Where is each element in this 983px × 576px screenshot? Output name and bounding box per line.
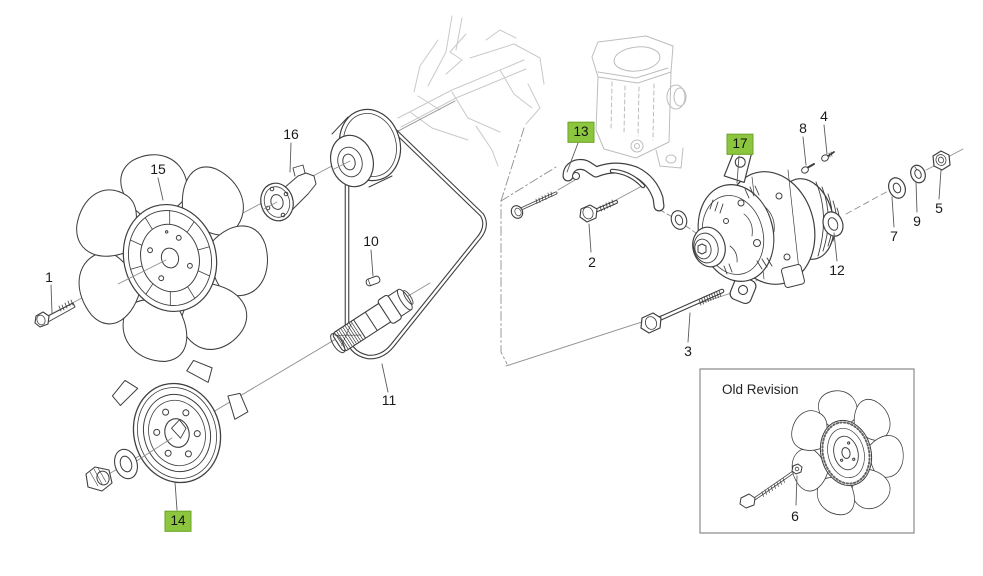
washer-7-drawing [888, 177, 906, 199]
part-label-15[interactable]: 15 [150, 161, 166, 177]
old-revision-title: Old Revision [722, 382, 799, 397]
crank-nut-drawing [85, 466, 113, 492]
leader-lines [50, 124, 942, 511]
spacer-washer-drawing [670, 210, 688, 230]
bolt-1-drawing [34, 299, 76, 328]
bolt-8-drawing [801, 163, 815, 174]
pump-shaft-drawing [330, 288, 414, 354]
crank-pulley-drawing [111, 359, 249, 484]
part-label-7[interactable]: 7 [890, 228, 898, 244]
reservoir-outline [591, 35, 687, 169]
engine-outline-sketch [397, 15, 545, 167]
part-label-17-highlighted[interactable]: 17 [726, 133, 754, 155]
part-label-8[interactable]: 8 [799, 120, 807, 136]
screw-4-drawing [821, 151, 835, 162]
part-label-1[interactable]: 1 [45, 269, 53, 285]
alternator-drawing [692, 147, 840, 305]
part-label-4[interactable]: 4 [820, 108, 828, 124]
bolt-3-drawing [640, 288, 725, 334]
part-label-5[interactable]: 5 [935, 200, 943, 216]
bracket-bolt-drawing [510, 191, 558, 219]
nut-5-drawing [932, 150, 951, 171]
washer-12-drawing [822, 211, 844, 237]
part-label-2[interactable]: 2 [588, 254, 596, 270]
key-drawing [365, 275, 381, 287]
part-label-16[interactable]: 16 [283, 126, 299, 142]
old-bolt-drawing [739, 471, 794, 509]
fan-hub-drawing [260, 164, 317, 222]
pump-pulley-drawing [329, 108, 402, 188]
part-label-3[interactable]: 3 [684, 343, 692, 359]
part-label-11[interactable]: 11 [381, 392, 397, 408]
part-label-12[interactable]: 12 [829, 262, 845, 278]
part-label-10[interactable]: 10 [363, 233, 379, 249]
old-nut-drawing [791, 463, 803, 475]
part-label-13-highlighted[interactable]: 13 [567, 121, 595, 143]
fan-axis-overlay [117, 259, 167, 285]
old-revision-box [699, 368, 915, 534]
part-label-9[interactable]: 9 [913, 213, 921, 229]
crank-washer-drawing [114, 448, 138, 480]
fan-drawing [76, 154, 268, 362]
crank-axis-overlay [134, 437, 173, 463]
bolt-2-drawing [579, 199, 618, 223]
bracket-drawing [562, 158, 665, 212]
part-label-6[interactable]: 6 [791, 508, 799, 524]
washer-9-drawing [910, 164, 926, 184]
part-label-14-highlighted[interactable]: 14 [164, 510, 192, 532]
